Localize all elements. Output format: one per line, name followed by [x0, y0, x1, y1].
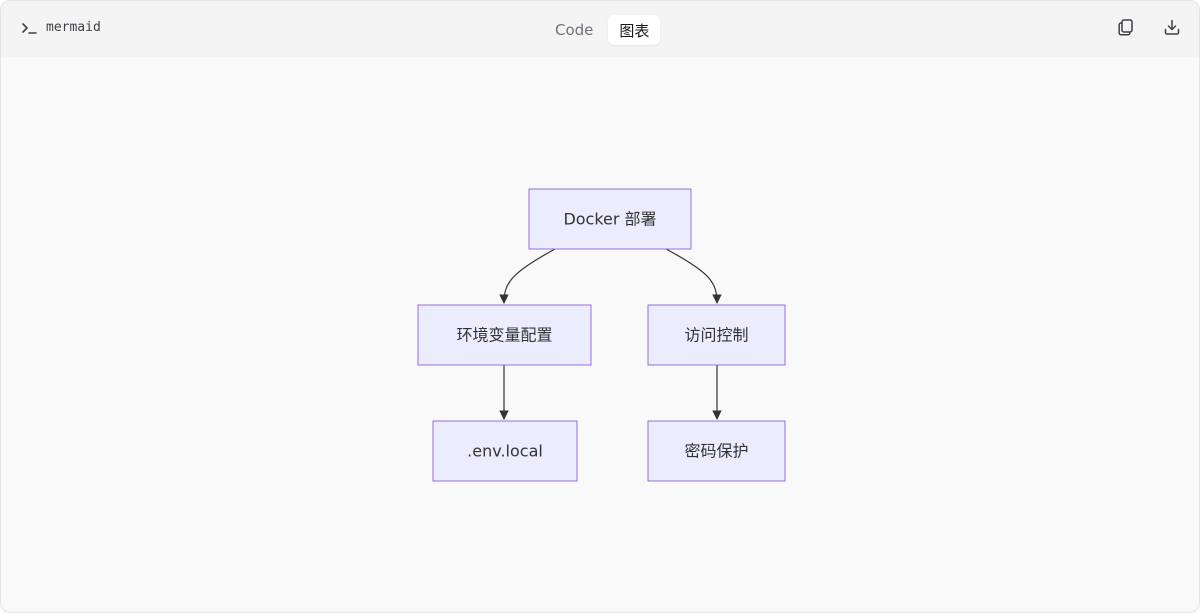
node-envlocal: .env.local [432, 420, 578, 482]
diagram-canvas: Docker 部署 环境变量配置 访问控制 .env.local 密码保护 [1, 57, 1199, 612]
copy-button[interactable] [1115, 18, 1137, 40]
node-label: 访问控制 [684, 326, 748, 345]
language-label: mermaid [21, 20, 101, 35]
code-block-header: mermaid Code 图表 [1, 1, 1199, 57]
node-label: .env.local [467, 442, 543, 461]
flowchart: Docker 部署 环境变量配置 访问控制 .env.local 密码保护 [417, 188, 786, 482]
edge-docker-env [499, 248, 556, 304]
terminal-icon [21, 21, 38, 35]
copy-icon [1117, 18, 1135, 40]
view-tabs: Code 图表 [544, 15, 661, 45]
header-actions [1115, 18, 1183, 40]
node-label: 环境变量配置 [456, 326, 552, 345]
node-label: Docker 部署 [563, 210, 656, 229]
download-button[interactable] [1161, 18, 1183, 40]
edge-docker-access [665, 248, 722, 304]
node-label: 密码保护 [684, 442, 748, 461]
tab-code[interactable]: Code [555, 21, 594, 39]
node-access: 访问控制 [647, 304, 786, 366]
download-icon [1163, 18, 1181, 40]
node-password: 密码保护 [647, 420, 786, 482]
node-docker: Docker 部署 [528, 188, 692, 250]
tab-diagram[interactable]: 图表 [608, 15, 661, 45]
node-env: 环境变量配置 [417, 304, 592, 366]
language-name: mermaid [46, 20, 101, 35]
